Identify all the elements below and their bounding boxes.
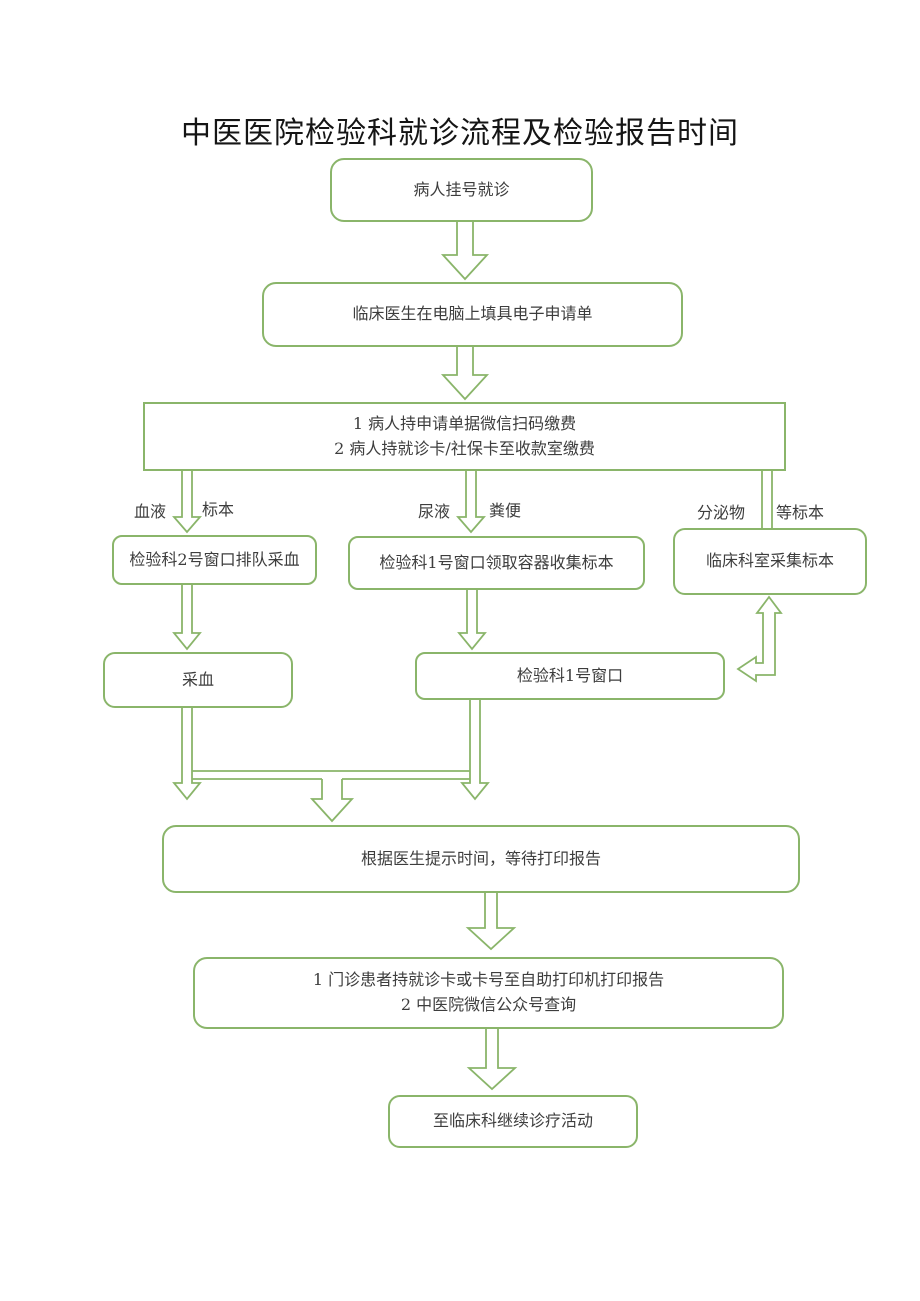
arrow-payment-to-container-window (456, 471, 486, 534)
flow-node-blood-queue: 检验科2号窗口排队采血 (112, 535, 317, 585)
arrow-blood-queue-to-blood-draw (172, 585, 202, 651)
flow-node-continue-treatment-label: 至临床科继续诊疗活动 (432, 1111, 593, 1131)
edge-label-other-specimen: 等标本 (776, 503, 825, 522)
flow-node-blood-draw-label: 采血 (181, 669, 214, 689)
flow-node-register: 病人挂号就诊 (330, 158, 593, 222)
line-merge-bar (192, 770, 470, 780)
flow-node-payment-line2: 2 病人持就诊卡/社保卡至收款室缴费 (334, 438, 595, 458)
flow-node-payment: 1 病人持申请单据微信扫码缴费 2 病人持就诊卡/社保卡至收款室缴费 (143, 402, 786, 471)
arrow-window1-merge (460, 700, 490, 801)
flow-node-blood-draw: 采血 (103, 652, 293, 708)
flow-node-wait-report-label: 根据医生提示时间，等待打印报告 (360, 848, 601, 868)
arrow-doctor-to-payment (440, 347, 490, 401)
flow-node-print-report: 1 门诊患者持就诊卡或卡号至自助打印机打印报告 2 中医院微信公众号查询 (193, 957, 784, 1029)
flow-node-doctor-form-label: 临床医生在电脑上填具电子申请单 (352, 304, 593, 324)
arrow-blood-draw-merge (172, 708, 202, 801)
flow-node-window1: 检验科1号窗口 (415, 652, 725, 700)
page-title: 中医医院检验科就诊流程及检验报告时间 (181, 116, 739, 151)
flow-node-container-window: 检验科1号窗口领取容器收集标本 (348, 536, 645, 590)
flow-node-payment-line1: 1 病人持申请单据微信扫码缴费 (352, 413, 577, 433)
line-payment-to-clinical-collect (761, 471, 773, 528)
edge-label-blood: 血液 (134, 502, 167, 521)
arrow-merge-to-wait-report (309, 779, 355, 823)
flow-node-clinical-collect: 临床科室采集标本 (673, 528, 867, 595)
edge-label-specimen: 标本 (202, 500, 235, 519)
arrow-clinical-collect-window1-elbow (736, 595, 783, 683)
flow-node-print-report-line1: 1 门诊患者持就诊卡或卡号至自助打印机打印报告 (312, 970, 665, 990)
edge-label-secretion: 分泌物 (697, 503, 746, 522)
flow-node-continue-treatment: 至临床科继续诊疗活动 (388, 1095, 638, 1148)
arrow-payment-to-blood-queue (172, 471, 202, 534)
flow-node-wait-report: 根据医生提示时间，等待打印报告 (162, 825, 800, 893)
arrow-register-to-doctor (440, 222, 490, 281)
edge-label-stool: 粪便 (489, 501, 522, 520)
arrow-container-window-to-window1 (457, 590, 487, 651)
flow-node-window1-label: 检验科1号窗口 (516, 665, 624, 685)
flow-node-container-window-label: 检验科1号窗口领取容器收集标本 (379, 552, 614, 572)
flow-node-clinical-collect-label: 临床科室采集标本 (705, 551, 834, 571)
arrow-print-report-to-continue (466, 1029, 518, 1091)
flow-node-doctor-form: 临床医生在电脑上填具电子申请单 (262, 282, 683, 347)
flow-node-blood-queue-label: 检验科2号窗口排队采血 (129, 549, 300, 569)
flow-node-register-label: 病人挂号就诊 (413, 179, 510, 199)
edge-label-urine: 尿液 (418, 502, 451, 521)
flow-node-print-report-line2: 2 中医院微信公众号查询 (400, 995, 577, 1014)
arrow-wait-report-to-print-report (465, 893, 517, 951)
